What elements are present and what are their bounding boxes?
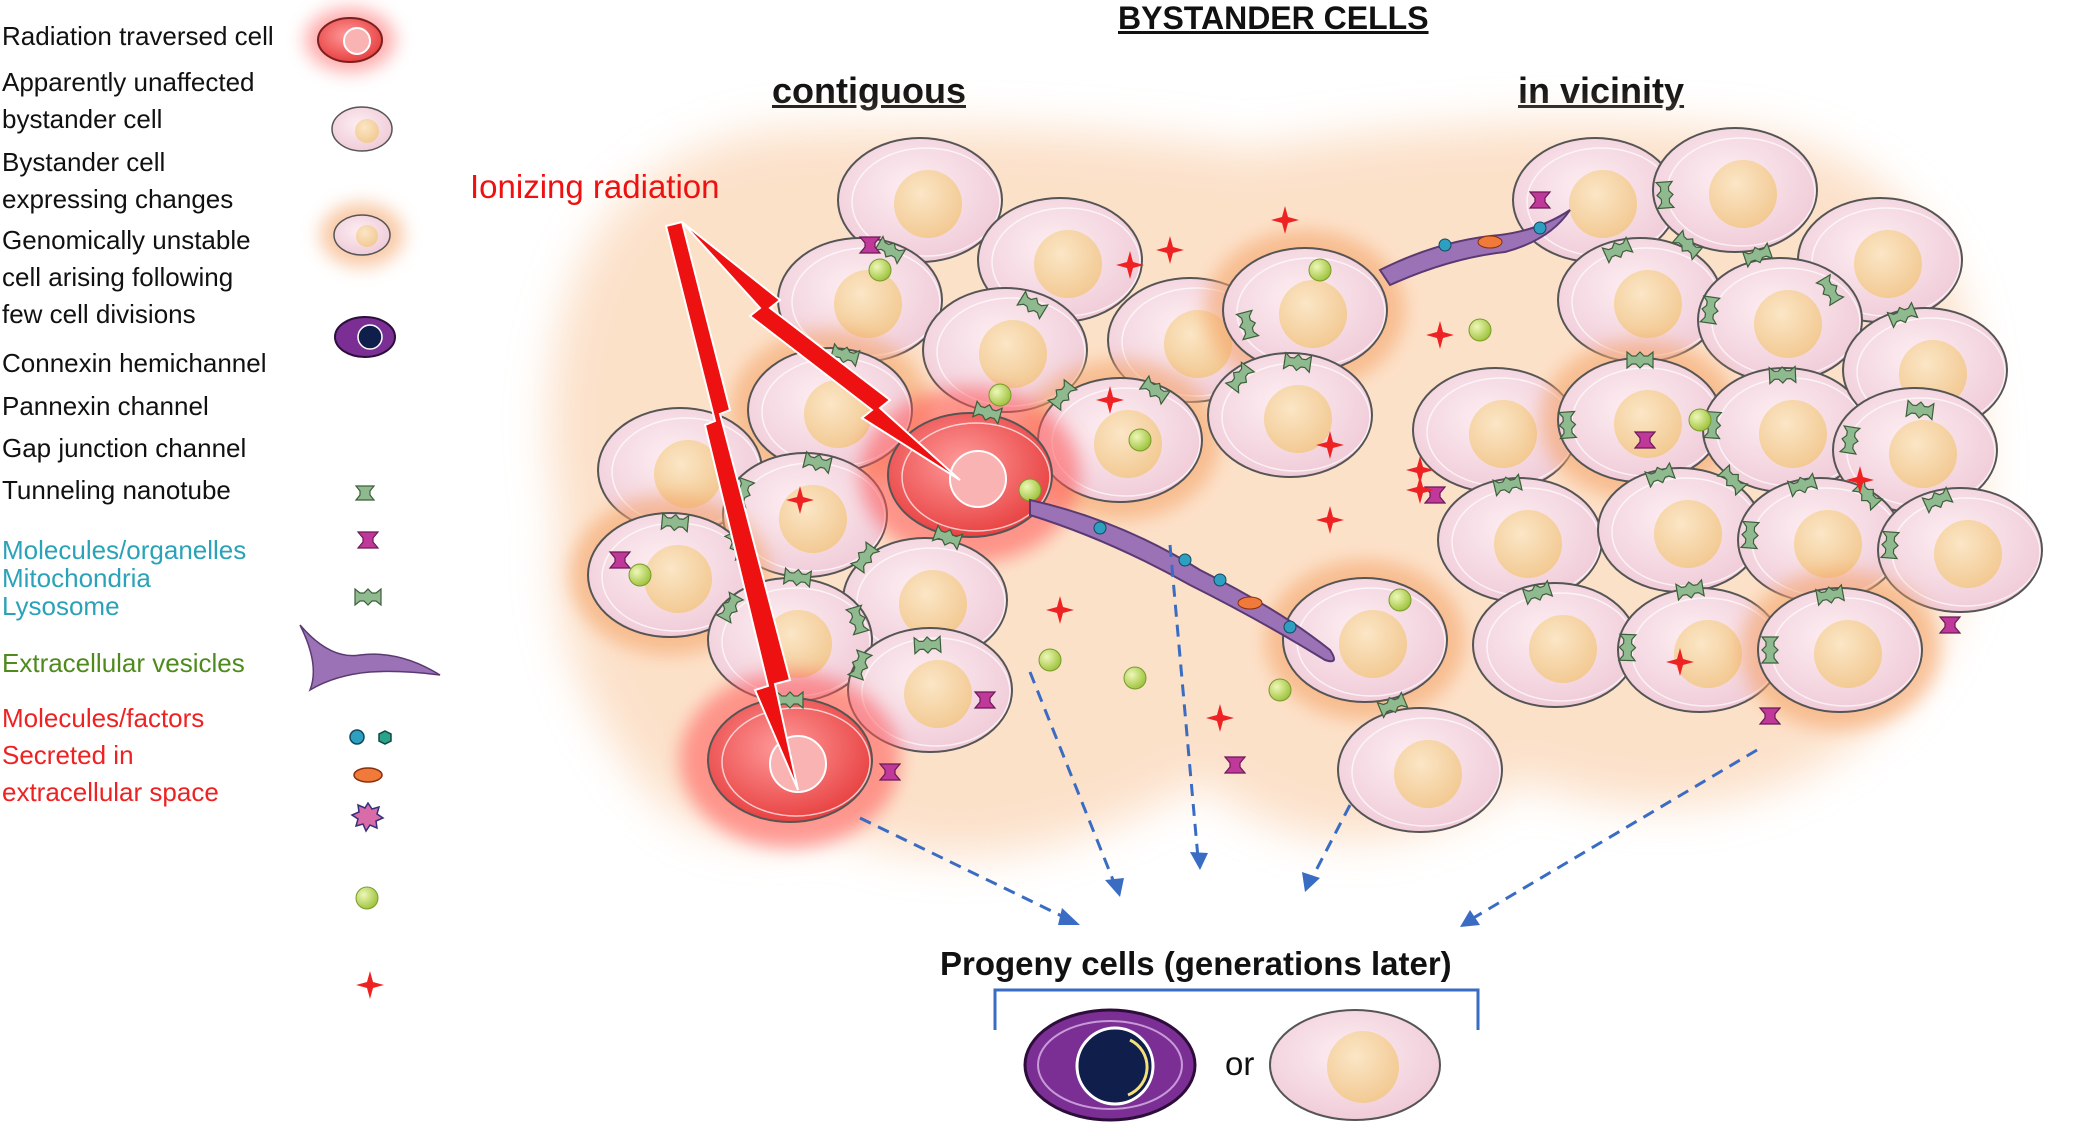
cell-nucleus xyxy=(834,270,902,338)
progeny-normal-cell xyxy=(1269,1009,1441,1121)
cell-nucleus xyxy=(1934,520,2002,588)
legend-gap-junction-label: Gap junction channel xyxy=(2,433,247,463)
gap-junction-channel xyxy=(776,691,804,709)
extracellular-vesicle xyxy=(1468,318,1492,342)
extracellular-vesicle xyxy=(1388,588,1412,612)
cell-nucleus xyxy=(979,320,1047,388)
cell-nucleus xyxy=(894,170,962,238)
legend-gap-junction-icon xyxy=(354,588,382,606)
legend-vesicle-icon xyxy=(355,886,379,910)
legend-nanotube-icon xyxy=(299,624,441,692)
legend-unaffected-label: Apparently unaffected bystander cell xyxy=(2,67,255,134)
cell-nucleus xyxy=(1494,510,1562,578)
extracellular-vesicle xyxy=(1123,666,1147,690)
cell-nucleus xyxy=(1889,420,1957,488)
ionizing-radiation-label: Ionizing radiation xyxy=(470,168,720,205)
contiguous-heading: contiguous xyxy=(772,70,966,111)
nanotube-vicinity xyxy=(1378,209,1571,287)
gap-junction-channel xyxy=(1761,636,1779,664)
cell-nucleus xyxy=(1754,290,1822,358)
extracellular-vesicle xyxy=(1128,428,1152,452)
cell-nucleus xyxy=(949,450,1007,508)
cell-nucleus xyxy=(1569,170,1637,238)
extracellular-vesicle xyxy=(1038,648,1062,672)
gap-junction-channel xyxy=(1626,351,1654,369)
cell-nucleus xyxy=(1279,280,1347,348)
cell-nucleus xyxy=(1094,410,1162,478)
cell-nucleus xyxy=(1264,385,1332,453)
cell-nucleus xyxy=(1654,500,1722,568)
extracellular-vesicle xyxy=(1268,678,1292,702)
arrow-3 xyxy=(1168,544,1200,859)
progeny-label: Progeny cells (generations later) xyxy=(940,945,1452,982)
radiation-bolts xyxy=(664,220,961,791)
progeny-bracket xyxy=(993,988,1480,1030)
legend-nanotube-label: Tunneling nanotube xyxy=(2,475,231,505)
extracellular-vesicle xyxy=(868,258,892,282)
legend-lysosome-label: Lysosome xyxy=(2,591,120,621)
cell-nucleus xyxy=(644,545,712,613)
legend-unstable-label: Genomically unstable cell arising follow… xyxy=(2,225,251,329)
extracellular-vesicle xyxy=(1308,258,1332,282)
arrow-4 xyxy=(1308,804,1352,883)
cell-nucleus xyxy=(1854,230,1922,298)
cell-nucleus xyxy=(1339,610,1407,678)
cell-nucleus xyxy=(1529,615,1597,683)
arrow-heads xyxy=(1058,852,1480,927)
legend-factor-icon xyxy=(356,971,384,999)
legend-connexin-icon xyxy=(355,485,375,501)
legend-lysosome-icon xyxy=(350,801,385,833)
arrow-2 xyxy=(1028,671,1117,886)
cell-nucleus xyxy=(1034,230,1102,298)
progeny-unstable-cell xyxy=(1023,1008,1197,1122)
legend-molecules-organelles-label: Molecules/organelles xyxy=(2,535,247,565)
extracellular-vesicle xyxy=(988,383,1012,407)
legend-organelle-icon xyxy=(378,730,392,745)
bystander-cells-title: BYSTANDER CELLS xyxy=(1118,0,1429,36)
legend-factors-label: Molecules/factors Secreted in extracellu… xyxy=(2,703,219,807)
legend-pannexin-label: Pannexin channel xyxy=(2,391,209,421)
legend-radiation-traversed-label: Radiation traversed cell xyxy=(2,21,274,51)
cell-nucleus xyxy=(1759,400,1827,468)
radiation-bolt-2 xyxy=(681,221,961,481)
cell-nucleus xyxy=(1394,740,1462,808)
legend-expressing-label: Bystander cell expressing changes xyxy=(2,147,234,214)
vicinity-heading: in vicinity xyxy=(1518,70,1685,111)
legend-mitochondria-label: Mitochondria xyxy=(2,563,151,593)
extracellular-vesicle xyxy=(628,563,652,587)
cell-nucleus xyxy=(1814,620,1882,688)
legend-vesicles-label: Extracellular vesicles xyxy=(2,648,245,678)
cell-nucleus xyxy=(1794,510,1862,578)
extracellular-vesicle xyxy=(1018,478,1042,502)
extracellular-vesicle xyxy=(1688,408,1712,432)
cell-nucleus xyxy=(1709,160,1777,228)
radiation-bolt-1 xyxy=(664,220,799,791)
legend-mitochondria-icon xyxy=(353,767,383,783)
cell-nucleus xyxy=(654,440,722,508)
cell-nucleus xyxy=(779,485,847,553)
arrow-5 xyxy=(1469,748,1758,922)
or-label: or xyxy=(1225,1045,1255,1082)
cell-nucleus xyxy=(1674,620,1742,688)
nanotubes xyxy=(1029,209,1571,663)
cell-nucleus xyxy=(1614,390,1682,458)
progeny-arrows xyxy=(859,544,1758,922)
cell-nucleus xyxy=(1614,270,1682,338)
legend-pannexin-icon xyxy=(357,531,379,549)
cell-nucleus xyxy=(899,570,967,638)
legend-icons xyxy=(299,8,441,999)
legend-connexin-label: Connexin hemichannel xyxy=(2,348,267,378)
cell-nucleus xyxy=(904,660,972,728)
cell-nucleus xyxy=(1469,400,1537,468)
nanotube-contiguous xyxy=(1029,498,1335,663)
legend-molecule-icon xyxy=(349,729,365,745)
